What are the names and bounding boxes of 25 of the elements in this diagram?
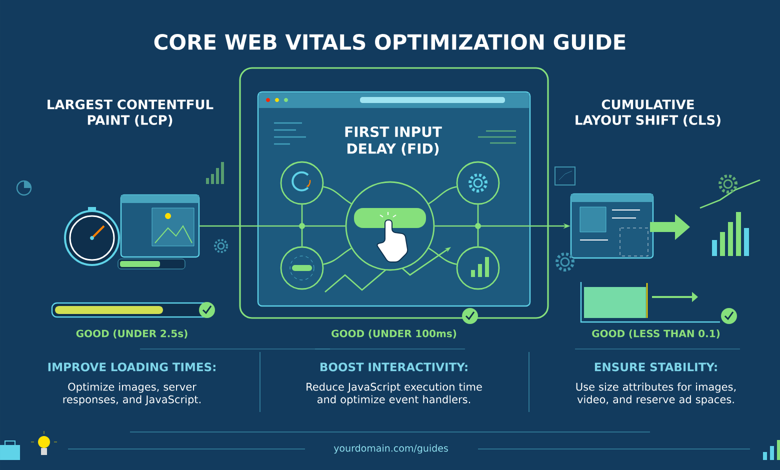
icon-circle xyxy=(280,246,324,290)
description: Reduce JavaScript execution time and optimize event handlers. xyxy=(306,382,482,406)
status-label: GOOD (UNDER 2.5s) xyxy=(76,330,188,338)
description: Optimize images, server responses, and JavaScript. xyxy=(63,382,200,406)
connector xyxy=(428,248,457,265)
footer-link: yourdomain.com/guides xyxy=(334,444,448,454)
connector xyxy=(301,204,303,246)
section-heading: BOOST INTERACTIVITY: xyxy=(320,362,468,372)
section-heading: IMPROVE LOADING TIMES: xyxy=(48,362,216,372)
browser-window-drawing xyxy=(120,194,200,258)
connector xyxy=(428,186,457,204)
icon-circle xyxy=(280,161,324,205)
metric-heading: LARGEST CONTENTFUL PAINT (LCP) xyxy=(48,100,214,126)
status-label: GOOD (LESS THAN 0.1) xyxy=(592,330,720,338)
connector xyxy=(200,225,346,227)
metric-heading: CUMULATIVE LAYOUT SHIFT (CLS) xyxy=(576,100,720,126)
connector xyxy=(323,248,352,265)
section-heading: ENSURE STABILITY: xyxy=(594,362,717,372)
connector xyxy=(477,204,479,246)
connector xyxy=(323,186,352,204)
browser-window-drawing xyxy=(570,193,654,259)
title: CORE WEB VITALS OPTIMIZATION GUIDE xyxy=(154,34,626,50)
icon-circle xyxy=(456,161,500,205)
description: Use size attributes for images, video, and reserve ad spaces. xyxy=(576,382,736,406)
status-label: GOOD (UNDER 100ms) xyxy=(332,330,456,338)
